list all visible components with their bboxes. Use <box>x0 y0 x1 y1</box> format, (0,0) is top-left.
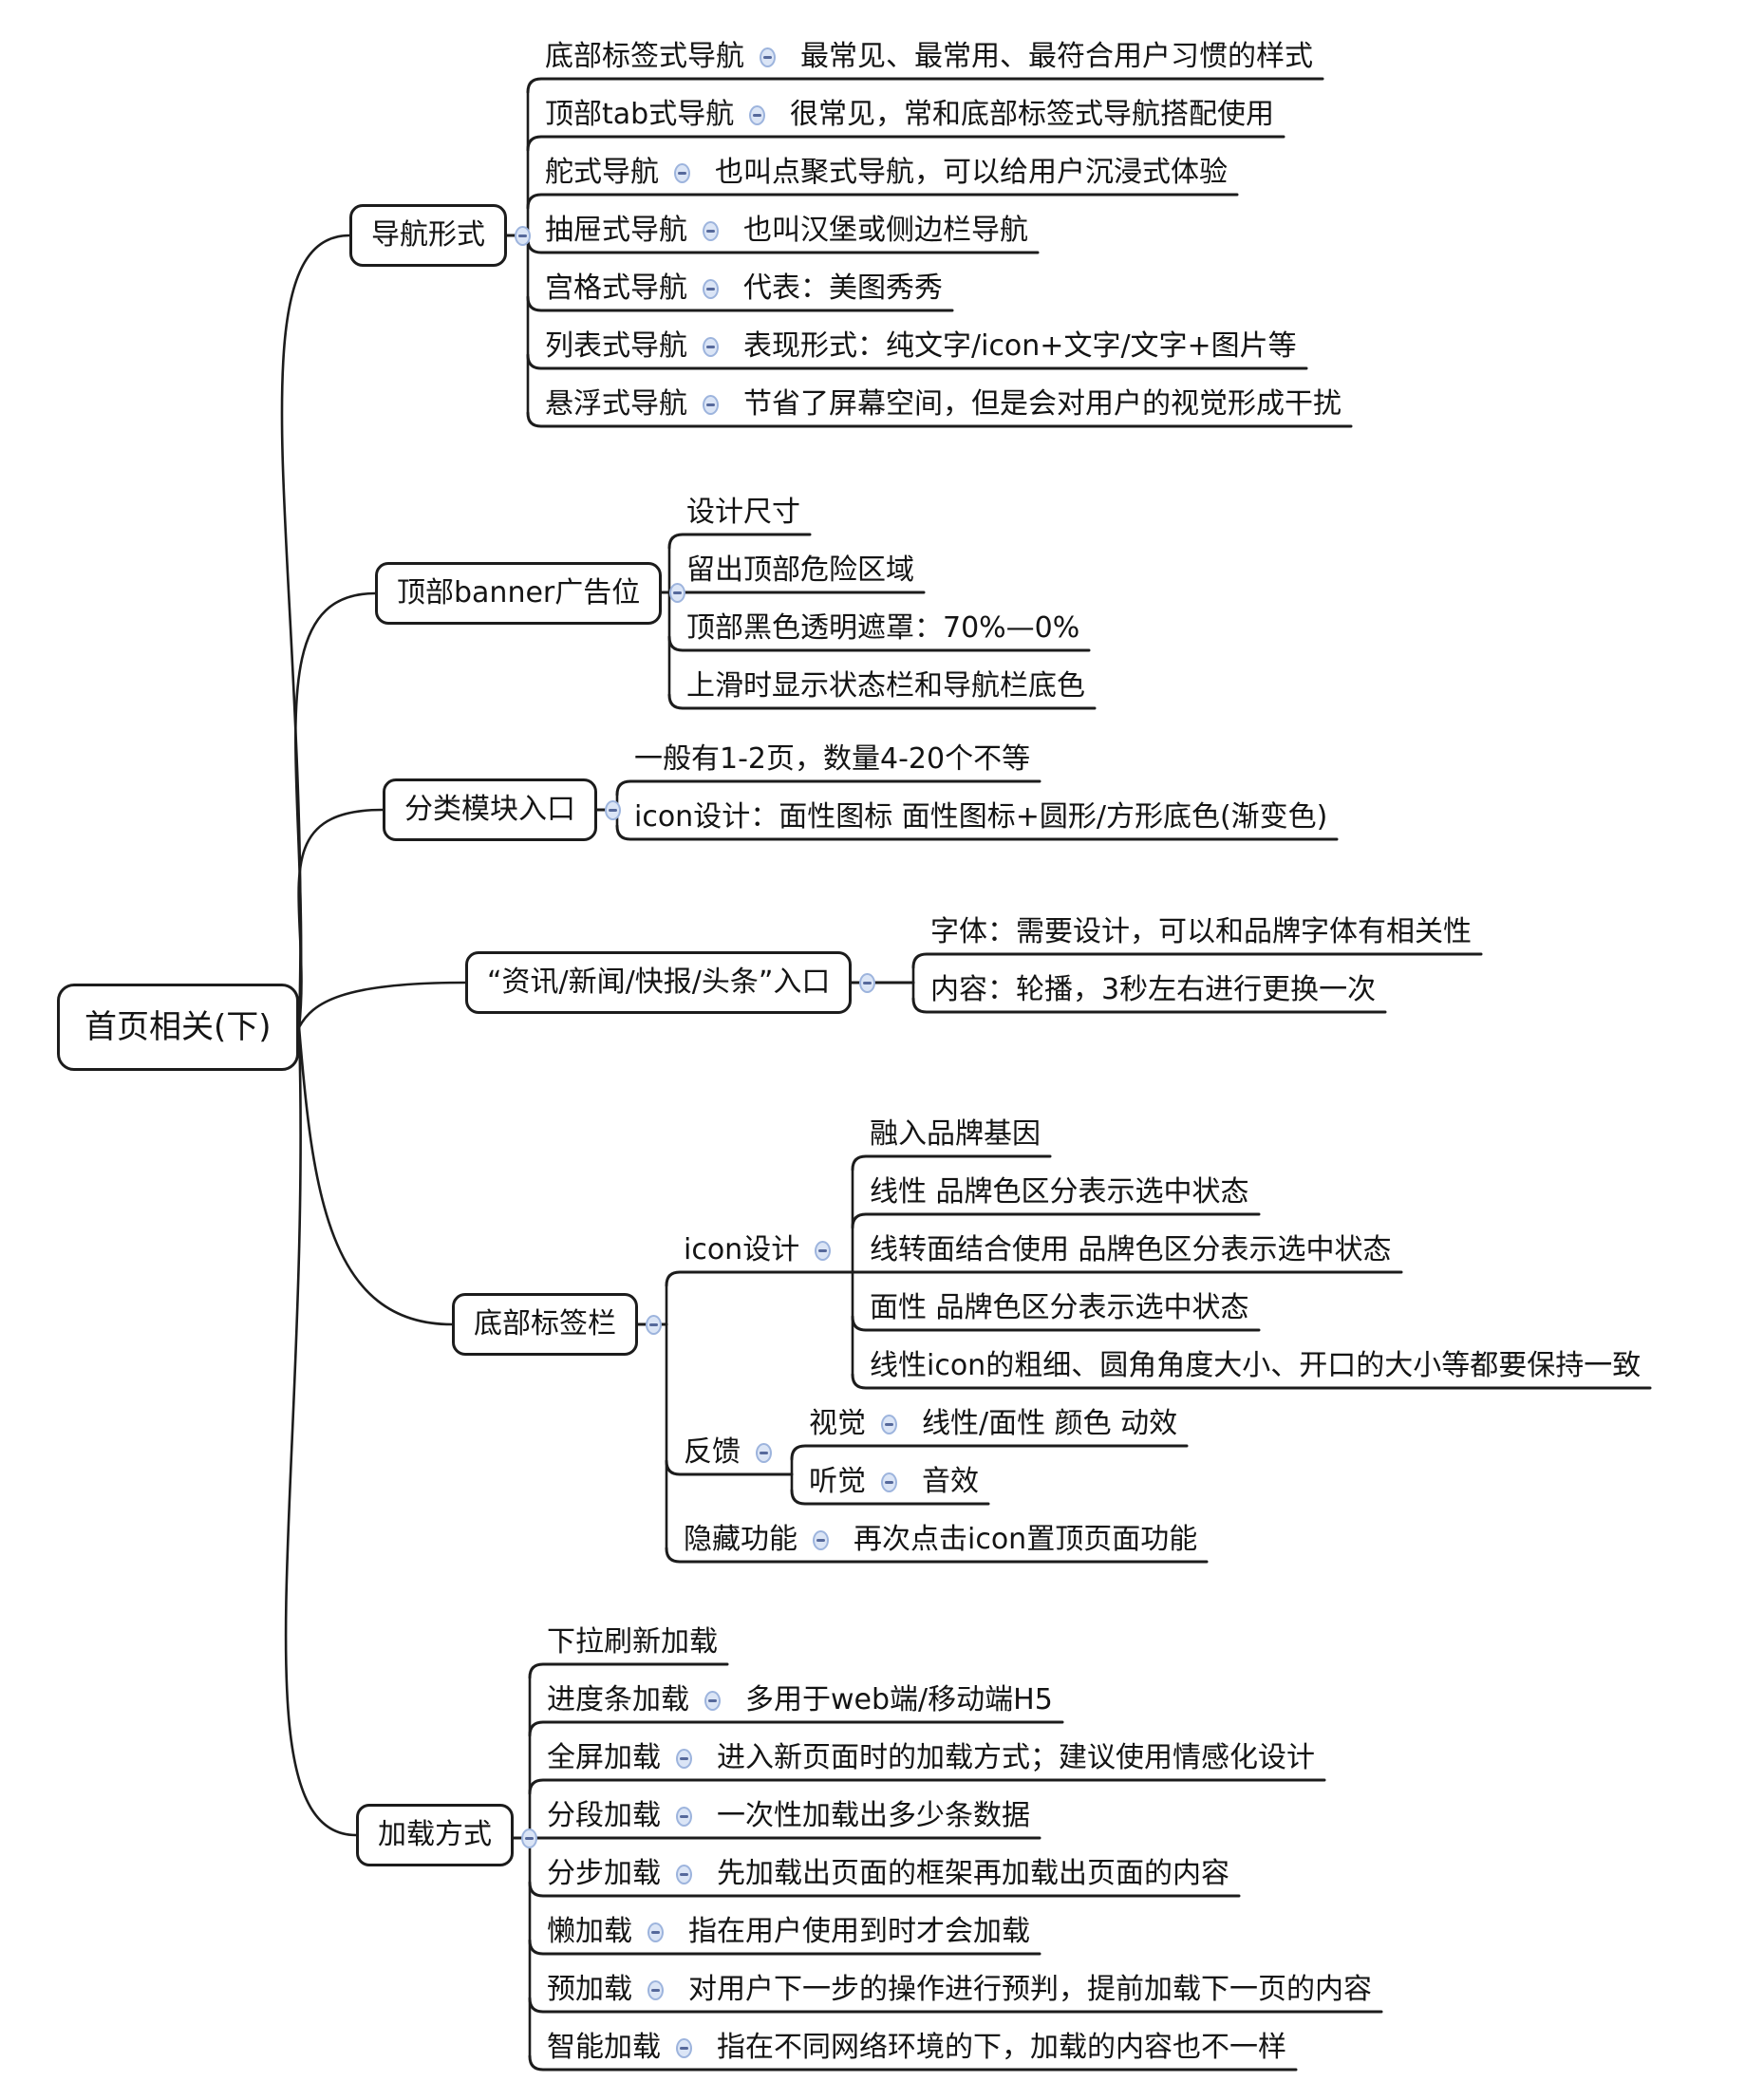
branch-topic-navigation-styles[interactable]: 导航形式 <box>349 204 507 267</box>
subtopic-label[interactable]: 设计尺寸 <box>686 496 800 529</box>
collapse-icon[interactable] <box>676 1865 692 1884</box>
subtopic-note-label[interactable]: 对用户下一步的操作进行预判，提前加载下一页的内容 <box>688 1973 1372 2006</box>
branch-topic-label: 加载方式 <box>378 1818 492 1851</box>
branch-topic-loading-methods[interactable]: 加载方式 <box>356 1804 514 1866</box>
subtopic-note-label[interactable]: 线性/面性 颜色 动效 <box>922 1407 1178 1440</box>
subtopic-label[interactable]: 全屏加载 <box>547 1741 661 1774</box>
collapse-icon[interactable] <box>881 1415 897 1434</box>
subtopic-label[interactable]: 下拉刷新加载 <box>547 1625 718 1659</box>
collapse-icon[interactable] <box>756 1443 772 1463</box>
subtopic-label[interactable]: 智能加载 <box>547 2031 661 2064</box>
subtopic-label[interactable]: 听觉 <box>809 1465 866 1498</box>
root-topic[interactable]: 首页相关(下) <box>57 984 299 1071</box>
subtopic-label[interactable]: 底部标签式导航 <box>545 40 744 73</box>
subtopic-label[interactable]: 宫格式导航 <box>545 272 687 305</box>
collapse-icon[interactable] <box>703 221 719 241</box>
subtopic-label[interactable]: 反馈 <box>684 1435 741 1469</box>
collapse-icon[interactable] <box>859 973 875 993</box>
subtopic-label[interactable]: 上滑时显示状态栏和导航栏底色 <box>686 669 1085 703</box>
subtopic-label[interactable]: 视觉 <box>809 1407 866 1440</box>
subtopic-label[interactable]: 顶部黑色透明遮罩：70%—0% <box>686 611 1080 645</box>
subtopic-label[interactable]: 分步加载 <box>547 1857 661 1890</box>
subtopic-label[interactable]: 留出顶部危险区域 <box>686 553 914 587</box>
collapse-icon[interactable] <box>813 1530 829 1550</box>
subtopic-note-label[interactable]: 先加载出页面的框架再加载出页面的内容 <box>717 1857 1229 1890</box>
subtopic-note-label[interactable]: 音效 <box>922 1465 979 1498</box>
subtopic-label[interactable]: 融入品牌基因 <box>870 1117 1041 1151</box>
root-topic-label: 首页相关(下) <box>84 1008 272 1046</box>
branch-topic-category-module-entry[interactable]: 分类模块入口 <box>383 778 597 841</box>
subtopic-note-label[interactable]: 最常见、最常用、最符合用户习惯的样式 <box>800 40 1313 73</box>
subtopic-label[interactable]: 内容：轮播，3秒左右进行更换一次 <box>930 973 1377 1006</box>
subtopic-label[interactable]: 进度条加载 <box>547 1683 689 1716</box>
subtopic-label[interactable]: icon设计 <box>684 1233 800 1266</box>
subtopic-label[interactable]: icon设计：面性图标 面性图标+圆形/方形底色(渐变色) <box>634 800 1328 834</box>
subtopic-note-label[interactable]: 多用于web端/移动端H5 <box>745 1683 1053 1716</box>
branch-topic-label: 顶部banner广告位 <box>397 576 641 609</box>
subtopic-label[interactable]: 列表式导航 <box>545 329 687 363</box>
subtopic-note-label[interactable]: 代表：美图秀秀 <box>743 272 943 305</box>
collapse-icon[interactable] <box>515 226 531 246</box>
subtopic-label[interactable]: 悬浮式导航 <box>545 387 687 421</box>
subtopic-label[interactable]: 线转面结合使用 品牌色区分表示选中状态 <box>870 1233 1392 1266</box>
subtopic-note-label[interactable]: 很常见，常和底部标签式导航搭配使用 <box>790 98 1274 131</box>
branch-topic-news-entry[interactable]: “资讯/新闻/快报/头条”入口 <box>465 951 853 1014</box>
branch-topic-bottom-tab-bar[interactable]: 底部标签栏 <box>452 1293 638 1356</box>
collapse-icon[interactable] <box>703 337 719 357</box>
collapse-icon[interactable] <box>647 1922 664 1942</box>
subtopic-label[interactable]: 抽屉式导航 <box>545 214 687 247</box>
collapse-icon[interactable] <box>647 1980 664 2000</box>
subtopic-note-label[interactable]: 节省了屏幕空间，但是会对用户的视觉形成干扰 <box>743 387 1342 421</box>
branch-topic-label: “资讯/新闻/快报/头条”入口 <box>487 966 831 999</box>
subtopic-label[interactable]: 线性 品牌色区分表示选中状态 <box>870 1175 1249 1209</box>
collapse-icon[interactable] <box>703 279 719 299</box>
subtopic-note-label[interactable]: 一次性加载出多少条数据 <box>717 1799 1030 1832</box>
branch-topic-label: 分类模块入口 <box>404 793 575 826</box>
subtopic-note-label[interactable]: 表现形式：纯文字/icon+文字/文字+图片等 <box>743 329 1297 363</box>
collapse-icon[interactable] <box>704 1691 721 1711</box>
collapse-icon[interactable] <box>676 2038 692 2058</box>
collapse-icon[interactable] <box>669 583 685 603</box>
collapse-icon[interactable] <box>749 105 765 125</box>
branch-topic-top-banner-ad[interactable]: 顶部banner广告位 <box>375 562 663 625</box>
subtopic-label[interactable]: 分段加载 <box>547 1799 661 1832</box>
subtopic-label[interactable]: 面性 品牌色区分表示选中状态 <box>870 1291 1249 1324</box>
subtopic-label[interactable]: 预加载 <box>547 1973 632 2006</box>
subtopic-note-label[interactable]: 指在用户使用到时才会加载 <box>688 1915 1030 1948</box>
subtopic-note-label[interactable]: 进入新页面时的加载方式；建议使用情感化设计 <box>717 1741 1315 1774</box>
branch-topic-label: 底部标签栏 <box>474 1307 616 1341</box>
subtopic-label[interactable]: 舵式导航 <box>545 156 659 189</box>
subtopic-label[interactable]: 字体：需要设计，可以和品牌字体有相关性 <box>930 915 1472 948</box>
subtopic-label[interactable]: 隐藏功能 <box>684 1523 797 1556</box>
collapse-icon[interactable] <box>674 163 690 183</box>
collapse-icon[interactable] <box>646 1315 662 1335</box>
collapse-icon[interactable] <box>815 1241 831 1261</box>
subtopic-label[interactable]: 顶部tab式导航 <box>545 98 735 131</box>
collapse-icon[interactable] <box>521 1828 537 1848</box>
subtopic-label[interactable]: 一般有1-2页，数量4-20个不等 <box>634 742 1031 776</box>
collapse-icon[interactable] <box>760 47 776 67</box>
collapse-icon[interactable] <box>676 1807 692 1827</box>
collapse-icon[interactable] <box>676 1749 692 1769</box>
collapse-icon[interactable] <box>703 395 719 415</box>
subtopic-note-label[interactable]: 再次点击icon置顶页面功能 <box>854 1523 1198 1556</box>
subtopic-label[interactable]: 线性icon的粗细、圆角角度大小、开口的大小等都要保持一致 <box>870 1349 1642 1382</box>
branch-topic-label: 导航形式 <box>371 218 485 252</box>
subtopic-label[interactable]: 懒加载 <box>547 1915 632 1948</box>
subtopic-note-label[interactable]: 也叫汉堡或侧边栏导航 <box>743 214 1028 247</box>
collapse-icon[interactable] <box>605 800 621 820</box>
subtopic-note-label[interactable]: 也叫点聚式导航，可以给用户沉浸式体验 <box>715 156 1228 189</box>
subtopic-note-label[interactable]: 指在不同网络环境的下，加载的内容也不一样 <box>717 2031 1286 2064</box>
collapse-icon[interactable] <box>881 1472 897 1492</box>
